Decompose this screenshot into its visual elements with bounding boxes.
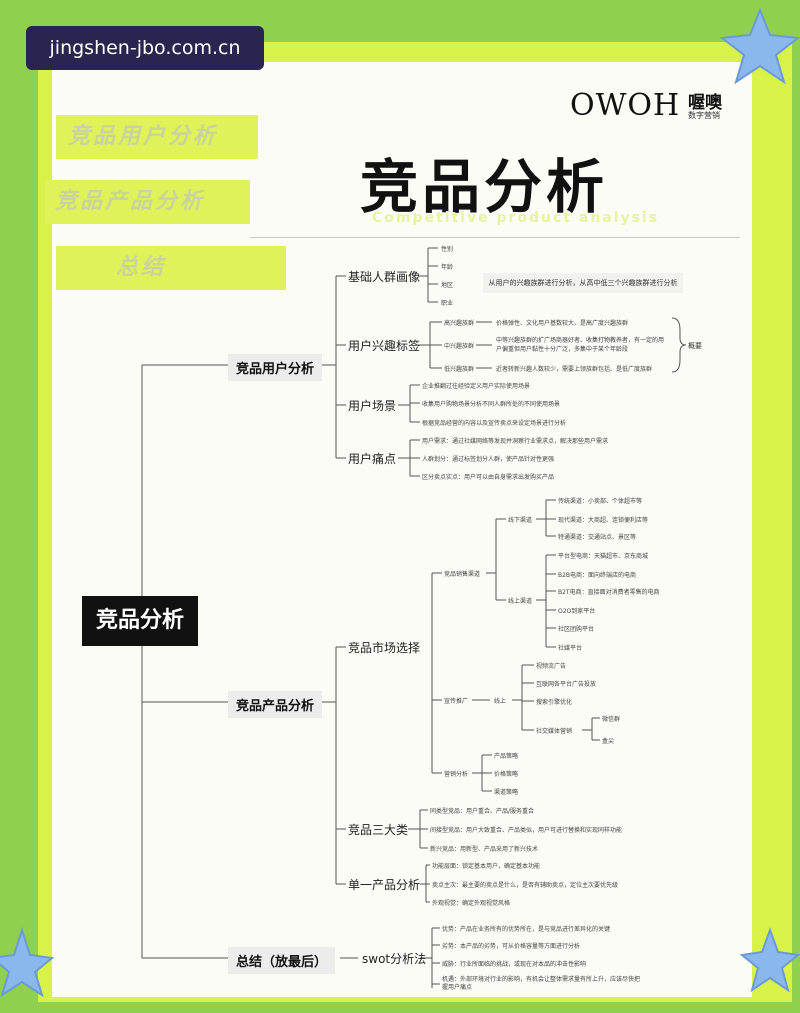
- online-item: B2B电商：面向终端店的电商: [558, 572, 637, 579]
- basic-item: 性别: [441, 246, 454, 253]
- node-offline: 线下渠道: [508, 517, 533, 524]
- offline-item: 特通渠道：交通站点、景区等: [558, 534, 637, 541]
- basic-item: 职业: [441, 300, 454, 307]
- online-item: 社媒平台: [558, 645, 583, 652]
- page-title: 竞品分析: [360, 153, 609, 221]
- logo-cn: 喔噢: [688, 93, 722, 113]
- marketing-item: 价格策略: [494, 771, 519, 778]
- node-summary: 总结（放最后）: [228, 947, 336, 974]
- interest-row-desc: 近者转新兴趣人数较少，需要上领族群包括、是低广度族群: [496, 366, 653, 373]
- node-product-analysis: 竞品产品分析: [228, 691, 323, 718]
- offline-item: 现代渠道：大商超、连锁便利店等: [558, 517, 649, 524]
- star-bottom-right-icon: [739, 927, 800, 993]
- scene-item: 收集用户购物场景分析不同人群所处的不同使用场景: [422, 401, 561, 408]
- tab-user-analysis: 竞品用户分析: [56, 115, 258, 159]
- pain-item: 用户需求：通过社媒网络等发现并洞察行业需求点，解决那些用户需求: [422, 438, 609, 445]
- swot-item: 威胁：行业所面临的挑战，或现在对本品的冲击性影响: [442, 961, 587, 968]
- node-basic-profile: 基础人群画像: [348, 270, 421, 284]
- interest-row-name: 低兴趣族群: [444, 366, 475, 373]
- basic-item: 地区: [441, 282, 454, 289]
- node-promotion: 宣传推广: [444, 698, 469, 705]
- social-item: 微信群: [602, 716, 621, 723]
- node-marketing-analysis: 营销分析: [444, 771, 469, 778]
- offline-item: 传统渠道：小卖部、个体超市等: [558, 498, 643, 505]
- root-node: 竞品分析: [82, 596, 198, 646]
- online-item: 平台型电商：天猫超市、京东商城: [558, 553, 649, 560]
- single-item: 外观视觉：确定外观视觉风格: [432, 900, 511, 907]
- node-online: 线上渠道: [508, 598, 533, 605]
- single-item: 功能层面：锁定基本用户，确定基本功能: [432, 863, 541, 870]
- basic-item: 年龄: [441, 264, 454, 271]
- interest-row-desc: 价格弹性、文化用户基数较大、是高广度兴趣族群: [496, 320, 629, 327]
- node-social-media: 社交媒体营销: [536, 728, 573, 735]
- node-three-types: 竞品三大类: [348, 823, 409, 837]
- online-item: O2O到家平台: [558, 608, 596, 615]
- divider: [250, 237, 740, 238]
- node-user-analysis: 竞品用户分析: [228, 354, 323, 381]
- interest-row-desc: 中等兴趣族群的扩广场商器好者、收集打物教养者，有一定的用户偏重但用户黏性十分广泛…: [496, 337, 665, 353]
- pain-item: 人群划分：通过标签划分人群，使产品针对性更强: [422, 456, 555, 463]
- social-item: 盒尖: [602, 738, 615, 745]
- scene-item: 企业推翻过往经验定义用户实际使用场景: [422, 383, 531, 390]
- interest-row-name: 中兴趣族群: [444, 343, 475, 350]
- swot-item: 劣势：本产品的劣势，可从价格容量等方面进行分析: [442, 943, 581, 950]
- interest-bracket-label: 概要: [688, 342, 702, 350]
- scene-item: 根据竞品经营的内容以及宣传卖点来设定场景进行分析: [422, 420, 567, 427]
- interest-row-name: 高兴趣族群: [444, 320, 475, 327]
- basic-note: 从用户的兴趣族群进行分析，从高中低三个兴趣族群进行分析: [483, 273, 683, 293]
- online-item: B2T电商：直接面对消费者零售的电商: [558, 589, 660, 596]
- node-market-choice: 竞品市场选择: [348, 641, 421, 655]
- node-user-pain: 用户痛点: [348, 452, 397, 466]
- promo-item: 互联网各平台广告投放: [536, 681, 597, 688]
- marketing-item: 渠道策略: [494, 789, 519, 796]
- tab-product-analysis: 竞品产品分析: [45, 180, 250, 224]
- node-single-product: 单一产品分析: [348, 878, 421, 892]
- star-top-right-icon: [719, 7, 800, 85]
- node-interest-tags: 用户兴趣标签: [348, 339, 421, 353]
- tab-summary: 总结: [56, 246, 286, 290]
- promo-item: 搜索引擎优化: [536, 699, 573, 706]
- three-item: 间接型竞品：用户大致重合、产品类似，用户可进行替换和实现同样功能: [430, 827, 623, 834]
- three-item: 新兴竞品：用新型、产品采用了新兴技术: [430, 846, 539, 853]
- page-subtitle: Competitive product analysis: [372, 210, 660, 226]
- swot-item: 优势：产品在业务所有的优势所在，是与竞品进行差异化的关键: [442, 926, 611, 933]
- three-item: 同类型竞品：用户重合、产品/服务重合: [430, 808, 535, 815]
- pain-item: 区分卖点实点：用户可以由自身需求出发购买产品: [422, 474, 555, 481]
- star-bottom-left-icon: [0, 926, 55, 998]
- watermark: jingshen-jbo.com.cn: [26, 26, 264, 70]
- swot-item: 机遇：外部环境对行业的影响，有机会让整体需求量有所上升，应该尽快把握用户痛点: [442, 976, 641, 991]
- node-user-scene: 用户场景: [348, 399, 397, 413]
- single-item: 卖点主次：最主要的卖点是什么，是否有辅助卖点，定位主次要优先级: [432, 882, 619, 889]
- online-item: 社区团购平台: [558, 626, 595, 633]
- logo-mark: OWOH: [570, 88, 681, 123]
- promo-item: 视频流广告: [536, 663, 567, 670]
- node-promo-online: 线上: [494, 698, 507, 705]
- node-swot: swot分析法: [362, 952, 427, 966]
- logo-sub: 数字营销: [688, 111, 720, 120]
- node-sales-channel: 竞品销售渠道: [444, 571, 481, 578]
- marketing-item: 产品策略: [494, 753, 519, 760]
